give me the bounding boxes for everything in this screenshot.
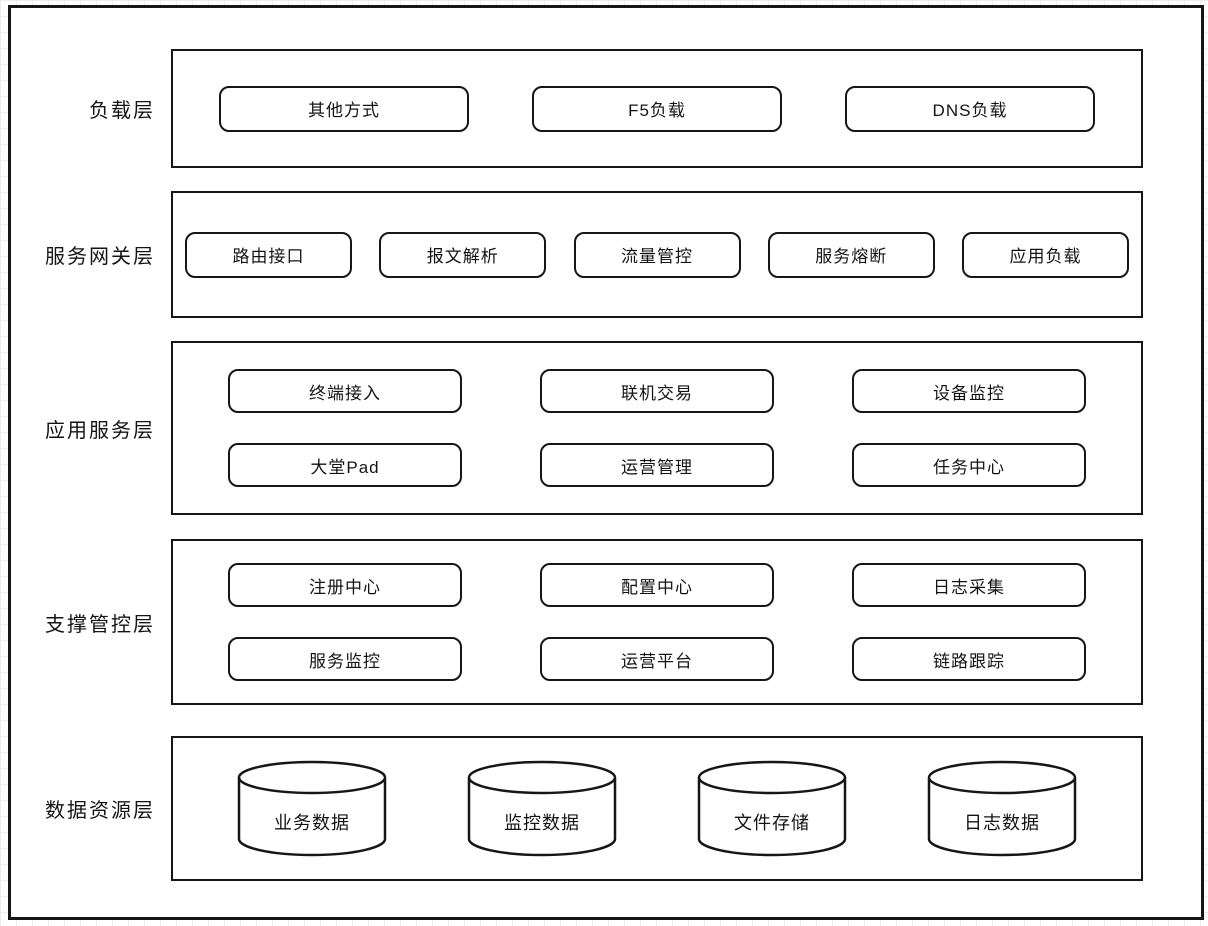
module-box: 路由接口 (185, 231, 352, 278)
layer-row-app-service: 应用服务层 终端接入 联机交易 设备监控 大堂Pad 运营管理 任务中心 (11, 341, 1201, 515)
module-box: 终端接入 (228, 369, 462, 413)
layer-row-data-resource: 数据资源层 业务数据 监控数据 (11, 736, 1201, 881)
module-box: 链路跟踪 (852, 637, 1086, 681)
module-box: 运营平台 (540, 637, 774, 681)
layer-label-gateway: 服务网关层 (45, 246, 155, 268)
layer-container-gateway: 路由接口 报文解析 流量管控 服务熔断 应用负载 (171, 191, 1143, 318)
module-box: F5负载 (532, 85, 782, 132)
architecture-diagram-frame: 负载层 其他方式 F5负载 DNS负载 服务网关层 路由接口 报文解析 流量管控… (8, 5, 1204, 920)
layer-label-data-resource: 数据资源层 (45, 800, 155, 822)
cylinder-label: 监控数据 (504, 813, 580, 833)
layer-row-load: 负载层 其他方式 F5负载 DNS负载 (11, 49, 1201, 168)
module-box: 服务熔断 (767, 231, 935, 278)
database-cylinder-icon (467, 760, 617, 857)
module-box: 大堂Pad (228, 443, 462, 487)
database-cylinder: 监控数据 (467, 760, 617, 857)
module-box: 运营管理 (540, 443, 774, 487)
layer-container-load: 其他方式 F5负载 DNS负载 (171, 49, 1143, 168)
layer-label-load: 负载层 (89, 100, 155, 122)
cylinder-label: 日志数据 (964, 813, 1040, 833)
module-box: 任务中心 (852, 443, 1086, 487)
database-cylinder-icon (927, 760, 1077, 857)
module-box: 设备监控 (852, 369, 1086, 413)
module-box: 注册中心 (228, 563, 462, 607)
module-box: 配置中心 (540, 563, 774, 607)
layer-row-gateway: 服务网关层 路由接口 报文解析 流量管控 服务熔断 应用负载 (11, 191, 1201, 318)
layer-container-data-resource: 业务数据 监控数据 文件存储 (171, 736, 1143, 881)
cylinder-label: 业务数据 (274, 813, 350, 833)
module-box: 流量管控 (573, 231, 741, 278)
database-cylinder-icon (697, 760, 847, 857)
cylinder-label: 文件存储 (734, 813, 810, 833)
database-cylinder-icon (237, 760, 387, 857)
layer-row-support: 支撑管控层 注册中心 配置中心 日志采集 服务监控 运营平台 链路跟踪 (11, 539, 1201, 705)
module-box: DNS负载 (845, 85, 1095, 132)
module-box: 应用负载 (962, 231, 1129, 278)
layer-container-support: 注册中心 配置中心 日志采集 服务监控 运营平台 链路跟踪 (171, 539, 1143, 705)
database-cylinder: 文件存储 (697, 760, 847, 857)
database-cylinder: 日志数据 (927, 760, 1077, 857)
database-cylinder: 业务数据 (237, 760, 387, 857)
module-box: 日志采集 (852, 563, 1086, 607)
module-box: 其他方式 (219, 85, 469, 132)
layer-label-support: 支撑管控层 (45, 613, 155, 636)
module-box: 服务监控 (228, 637, 462, 681)
module-box: 报文解析 (379, 231, 547, 278)
layer-label-app-service: 应用服务层 (45, 419, 155, 442)
module-box: 联机交易 (540, 369, 774, 413)
layer-container-app-service: 终端接入 联机交易 设备监控 大堂Pad 运营管理 任务中心 (171, 341, 1143, 515)
